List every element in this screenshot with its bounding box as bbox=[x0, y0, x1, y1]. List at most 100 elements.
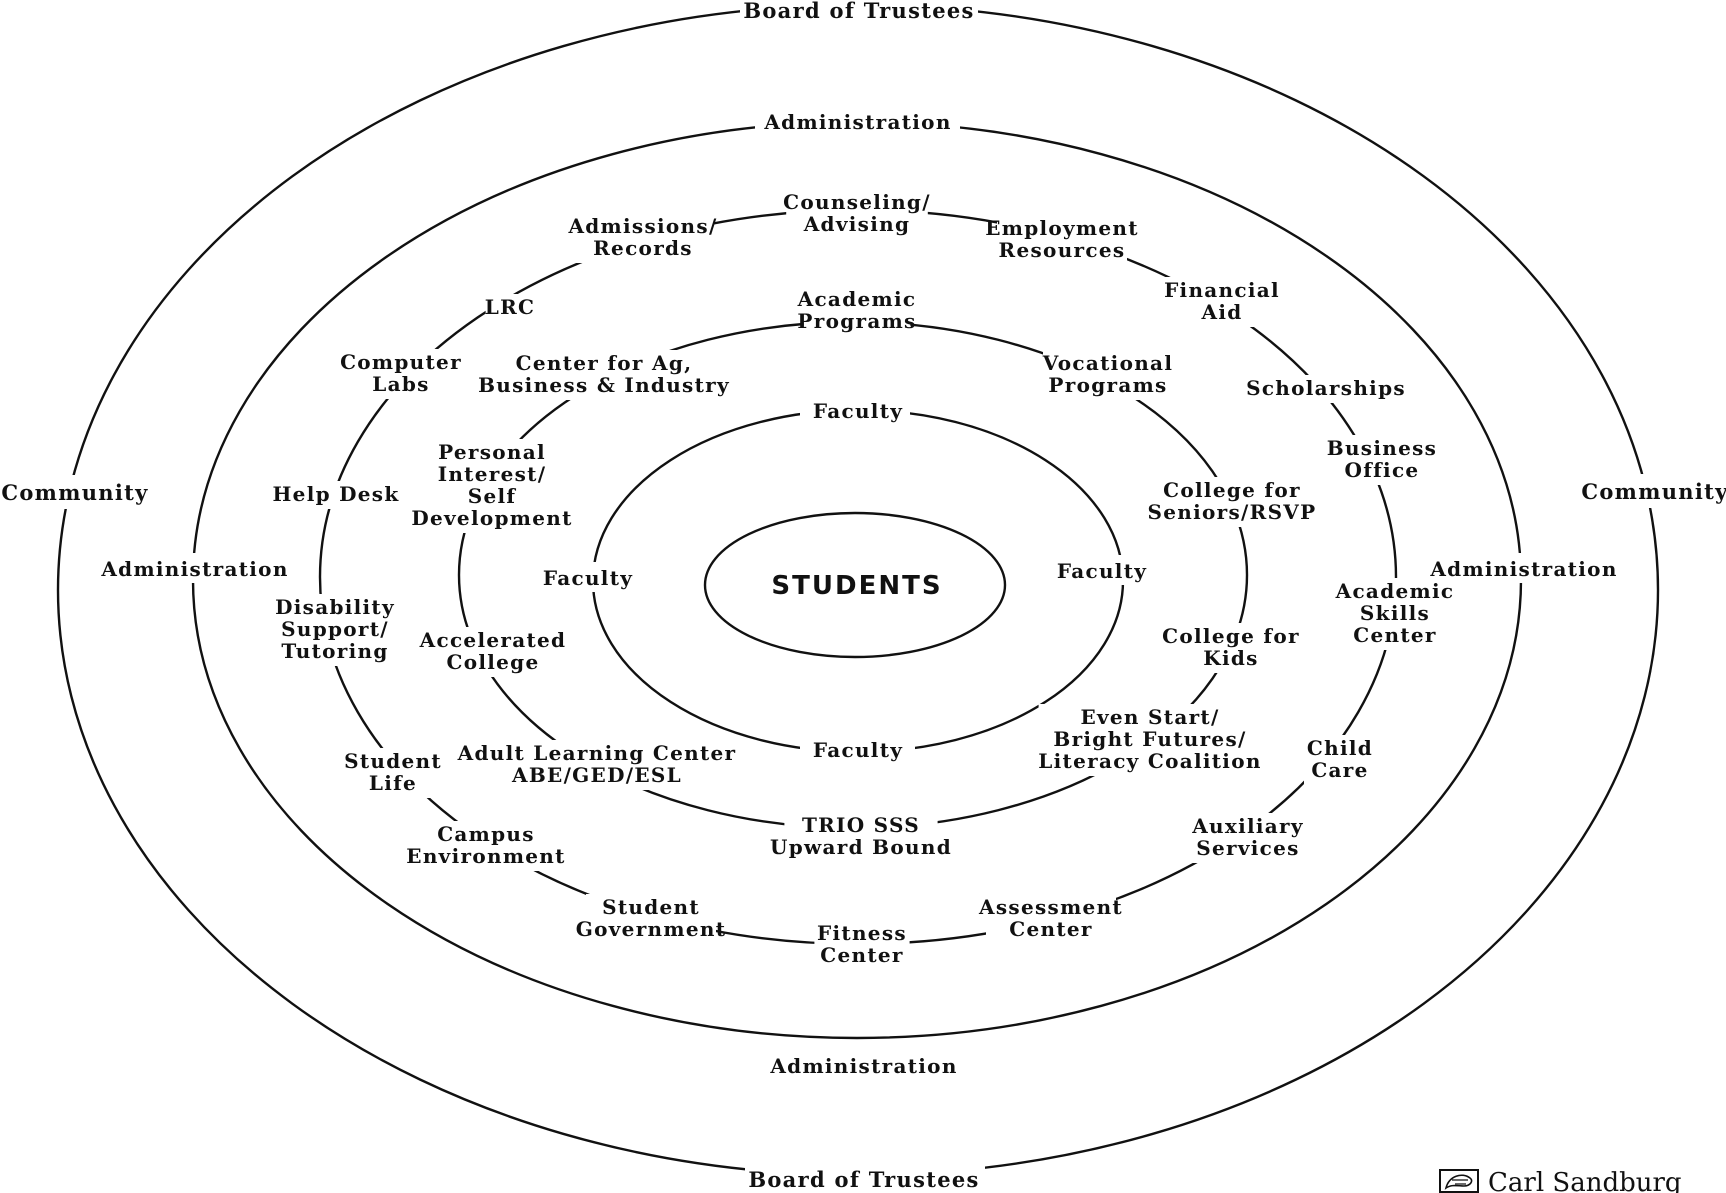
service-label-10-line-0: Student bbox=[602, 895, 700, 919]
program-label-8-line-0: Personal bbox=[438, 440, 546, 464]
administration-left-text: Administration bbox=[100, 557, 288, 581]
program-label-0-line-1: Programs bbox=[797, 309, 916, 333]
service-label-4-line-1: Office bbox=[1345, 458, 1420, 482]
service-label-8-line-1: Center bbox=[1009, 917, 1092, 941]
students-node: STUDENTS bbox=[703, 511, 1007, 659]
program-label-7-line-0: Accelerated bbox=[419, 628, 567, 652]
service-label-5-line-0: Academic bbox=[1335, 579, 1455, 603]
service-label-7-line-1: Services bbox=[1196, 836, 1300, 860]
service-label-12-line-1: Life bbox=[369, 771, 417, 795]
service-label-11-line-0: Campus bbox=[437, 822, 535, 846]
service-label-15-line-0: Computer bbox=[340, 350, 462, 374]
service-label-10-line-1: Government bbox=[576, 917, 727, 941]
service-label-3: Scholarships bbox=[1246, 375, 1406, 403]
sandburg-portrait-logo-icon bbox=[1439, 1169, 1479, 1193]
program-label-3-line-0: College for bbox=[1162, 624, 1300, 648]
service-label-3-line-0: Scholarships bbox=[1246, 376, 1406, 400]
board-of-trustees-top-text: Board of Trustees bbox=[743, 0, 974, 23]
program-label-1-line-0: Vocational bbox=[1042, 351, 1173, 375]
service-label-13-line-0: Disability bbox=[275, 595, 395, 619]
service-label-2-line-1: Aid bbox=[1201, 300, 1243, 324]
service-label-16: LRC bbox=[485, 294, 535, 322]
logo-text: Carl Sandburg bbox=[1488, 1168, 1682, 1193]
program-label-9: Center for Ag,Business & Industry bbox=[478, 350, 730, 400]
community-left-text: Community bbox=[1, 480, 148, 505]
community-label-right: Community bbox=[1580, 474, 1726, 508]
program-label-2-line-1: Seniors/RSVP bbox=[1148, 500, 1317, 524]
service-label-9-line-0: Fitness bbox=[817, 921, 907, 945]
program-label-9-line-1: Business & Industry bbox=[478, 373, 730, 397]
carl-sandburg-logo: Carl Sandburg bbox=[1439, 1168, 1682, 1193]
service-label-6-line-0: Child bbox=[1307, 736, 1373, 760]
program-label-4-line-2: Literacy Coalition bbox=[1038, 749, 1261, 773]
service-label-12-line-0: Student bbox=[344, 749, 442, 773]
faculty-label-left: Faculty bbox=[530, 562, 640, 592]
program-label-7-line-1: College bbox=[447, 650, 540, 674]
administration-top-text: Administration bbox=[763, 110, 951, 134]
students-label: STUDENTS bbox=[771, 571, 942, 601]
service-label-0-line-0: Counseling/ bbox=[783, 190, 931, 214]
program-labels: AcademicProgramsVocationalProgramsColleg… bbox=[411, 286, 1317, 862]
faculty-bottom-text: Faculty bbox=[813, 738, 903, 762]
faculty-label-right: Faculty bbox=[1045, 555, 1165, 585]
service-label-8-line-0: Assessment bbox=[978, 895, 1123, 919]
service-label-1-line-1: Resources bbox=[999, 238, 1126, 262]
program-label-2-line-0: College for bbox=[1163, 478, 1301, 502]
board-of-trustees-label-bottom: Board of Trustees bbox=[745, 1162, 985, 1193]
service-label-15-line-1: Labs bbox=[372, 372, 429, 396]
administration-label-bottom: Administration bbox=[763, 1050, 965, 1080]
faculty-left-text: Faculty bbox=[543, 566, 633, 590]
service-label-5-line-1: Skills bbox=[1360, 601, 1430, 625]
faculty-label-top: Faculty bbox=[800, 394, 910, 424]
faculty-ring: Faculty Faculty Faculty Faculty bbox=[530, 394, 1165, 764]
service-label-2-line-0: Financial bbox=[1164, 278, 1280, 302]
service-label-14-line-0: Help Desk bbox=[272, 482, 399, 506]
service-label-6-line-1: Care bbox=[1311, 758, 1368, 782]
board-of-trustees-bottom-text: Board of Trustees bbox=[748, 1167, 979, 1192]
program-label-4-line-1: Bright Futures/ bbox=[1053, 727, 1246, 751]
program-label-0-line-0: Academic bbox=[797, 287, 917, 311]
program-label-5-line-1: Upward Bound bbox=[770, 835, 952, 859]
service-label-7-line-0: Auxiliary bbox=[1191, 814, 1304, 838]
administration-label-top: Administration bbox=[755, 106, 960, 136]
program-label-6-line-1: ABE/GED/ESL bbox=[511, 763, 682, 787]
program-label-1-line-1: Programs bbox=[1048, 373, 1167, 397]
program-label-8-line-3: Development bbox=[411, 506, 572, 530]
service-label-1-line-0: Employment bbox=[985, 216, 1139, 240]
program-label-8-line-2: Self bbox=[468, 484, 517, 508]
administration-label-left: Administration bbox=[95, 553, 295, 583]
service-label-0: Counseling/Advising bbox=[783, 189, 931, 239]
community-label-left: Community bbox=[0, 475, 150, 509]
students-ellipse bbox=[703, 511, 1007, 659]
board-of-trustees-label-top: Board of Trustees bbox=[740, 0, 978, 26]
faculty-label-bottom: Faculty bbox=[800, 734, 915, 764]
administration-label-right: Administration bbox=[1420, 553, 1630, 583]
faculty-top-text: Faculty bbox=[813, 399, 903, 423]
program-label-9-line-0: Center for Ag, bbox=[516, 351, 693, 375]
service-label-14: Help Desk bbox=[272, 481, 399, 509]
community-right-text: Community bbox=[1581, 479, 1726, 504]
service-label-13-line-2: Tutoring bbox=[281, 639, 388, 663]
program-label-4: Even Start/Bright Futures/Literacy Coali… bbox=[1038, 704, 1262, 776]
